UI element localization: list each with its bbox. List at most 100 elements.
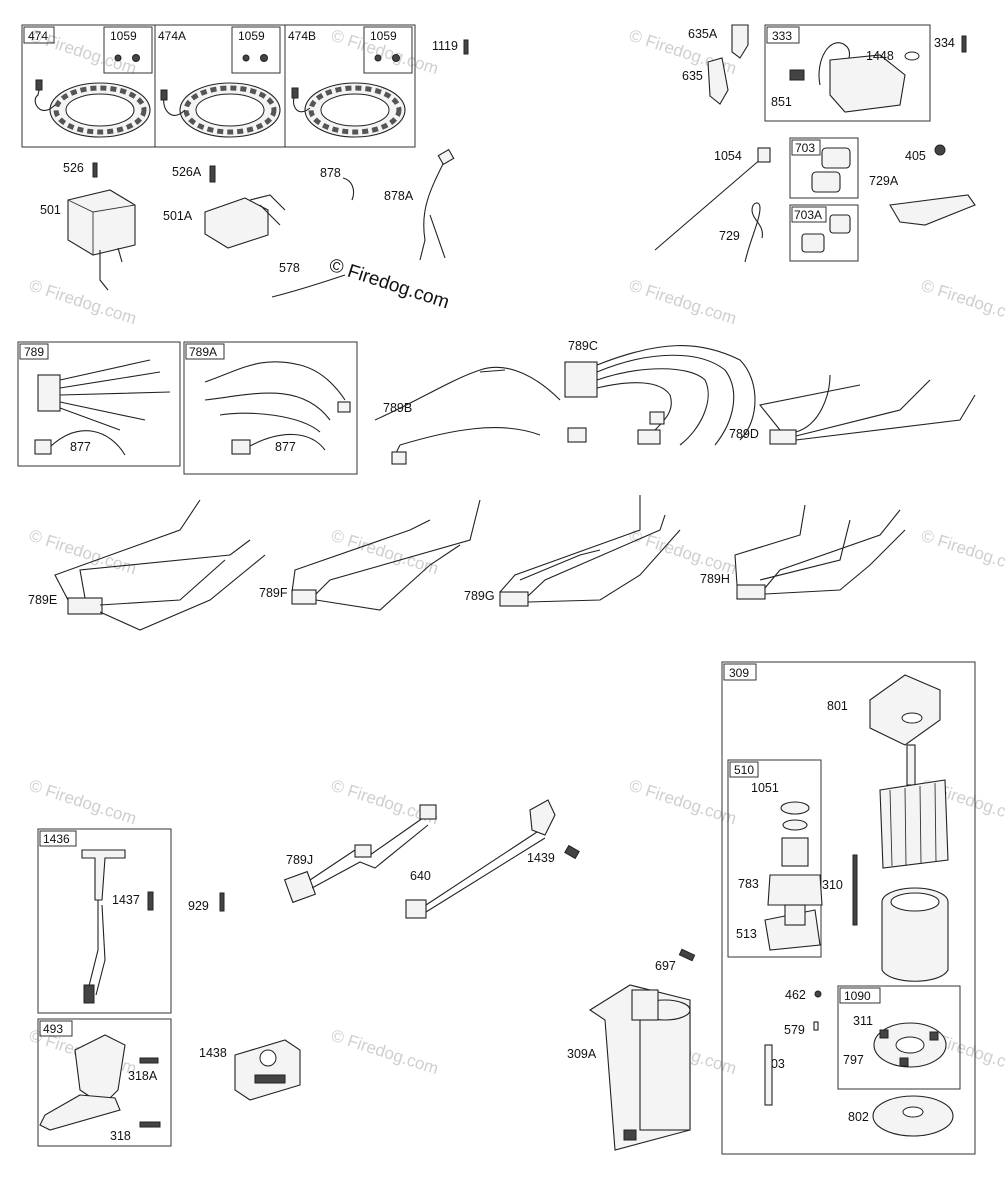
- clip-729: [744, 202, 763, 263]
- screw-334: [961, 35, 967, 53]
- label-474B: 474B: [288, 29, 316, 43]
- drive-parts: [764, 801, 823, 951]
- end-plate-802: [872, 1095, 954, 1137]
- label-309: 309: [729, 666, 749, 680]
- label-333: 333: [772, 29, 792, 43]
- label-729: 729: [719, 229, 740, 243]
- bolt-318: [139, 1121, 161, 1128]
- clip-703A-frame: [789, 204, 859, 262]
- label-929: 929: [188, 899, 209, 913]
- ignition-coil-333: [789, 42, 906, 113]
- harness-789H: [734, 504, 906, 600]
- harness-789: [34, 359, 171, 456]
- switch-1436-frame: [37, 828, 172, 1014]
- label-318: 318: [110, 1129, 131, 1143]
- regulator-501A: [204, 194, 286, 249]
- strap-503: [764, 1044, 773, 1106]
- brush-plate: [873, 1022, 947, 1068]
- harness-789B: [374, 366, 587, 465]
- label-474: 474: [28, 29, 48, 43]
- cable-tie-1054: [654, 157, 763, 251]
- label-318A: 318A: [128, 1069, 158, 1083]
- bolt-1437: [147, 891, 154, 911]
- label-797: 797: [843, 1053, 864, 1067]
- stator-474A: [160, 82, 281, 138]
- harness-789C: [564, 345, 756, 446]
- label-526: 526: [63, 161, 84, 175]
- label-513: 513: [736, 927, 757, 941]
- label-1439: 1439: [527, 851, 555, 865]
- label-510: 510: [734, 763, 754, 777]
- label-1437: 1437: [112, 893, 140, 907]
- label-878: 878: [320, 166, 341, 180]
- watermark: © Firedog.com: [27, 526, 139, 579]
- label-851: 851: [771, 95, 792, 109]
- screw-526: [92, 162, 98, 178]
- label-789H: 789H: [700, 572, 730, 586]
- label-1059: 1059: [110, 29, 137, 43]
- watermark: © Firedog.com: [329, 1026, 441, 1079]
- clip-703-frame: [789, 137, 859, 199]
- coil-frame: [764, 24, 931, 122]
- label-579: 579: [784, 1023, 805, 1037]
- bracket-729A: [889, 194, 976, 226]
- harness-789A-frame: [183, 341, 358, 475]
- label-635A: 635A: [688, 27, 718, 41]
- harness-789D: [759, 374, 976, 445]
- label-309A: 309A: [567, 1047, 597, 1061]
- module-1438: [234, 1039, 301, 1101]
- armature: [879, 744, 949, 869]
- label-789G: 789G: [464, 589, 495, 603]
- label-493: 493: [43, 1022, 63, 1036]
- bracket-493: [39, 1034, 126, 1131]
- label-801: 801: [827, 699, 848, 713]
- screw-929: [219, 892, 225, 912]
- label-703: 703: [795, 141, 815, 155]
- wire-878: [342, 177, 355, 201]
- harness-789E: [54, 499, 266, 631]
- screw-405: [934, 144, 946, 156]
- wire-578: [271, 274, 346, 298]
- watermark: © Firedog.com: [627, 276, 739, 329]
- starter-frame: [721, 661, 976, 1155]
- washer-1448: [904, 51, 920, 61]
- harness-789G: [499, 495, 681, 607]
- starter-309A: [588, 984, 691, 1151]
- bolt-318A: [139, 1057, 159, 1064]
- label-501A: 501A: [163, 209, 193, 223]
- label-789: 789: [24, 345, 44, 359]
- stator-474: [34, 79, 151, 138]
- end-cap-801: [869, 674, 941, 746]
- label-1054: 1054: [714, 149, 742, 163]
- harness-789J: [283, 804, 437, 904]
- label-405: 405: [905, 149, 926, 163]
- watermark: © Firedog.com: [919, 526, 1005, 579]
- watermark: © Firedog.com: [27, 776, 139, 829]
- label-1059: 1059: [238, 29, 265, 43]
- regulator-501: [67, 189, 136, 291]
- harness-789-frame: [17, 341, 181, 467]
- label-789C: 789C: [568, 339, 598, 353]
- boot-635A: [731, 24, 749, 59]
- label-703A: 703A: [794, 208, 822, 222]
- label-1438: 1438: [199, 1046, 227, 1060]
- screw-526A: [209, 165, 216, 183]
- main-watermark: © Firedog.com: [326, 255, 451, 314]
- label-334: 334: [934, 36, 955, 50]
- label-789D: 789D: [729, 427, 759, 441]
- label-697: 697: [655, 959, 676, 973]
- watermark: © Firedog.com: [919, 276, 1005, 329]
- bolt-697: [678, 948, 696, 962]
- alternator-frame: [21, 24, 416, 148]
- screw-1119: [463, 39, 469, 55]
- bracket-493-frame: [37, 1018, 172, 1147]
- label-789J: 789J: [286, 853, 313, 867]
- label-878A: 878A: [384, 189, 414, 203]
- bolt-310: [852, 854, 858, 926]
- label-474A: 474A: [158, 29, 186, 43]
- nut-462: [814, 990, 822, 998]
- label-877: 877: [70, 440, 91, 454]
- drive-510-frame: [727, 759, 822, 958]
- label-789E: 789E: [28, 593, 57, 607]
